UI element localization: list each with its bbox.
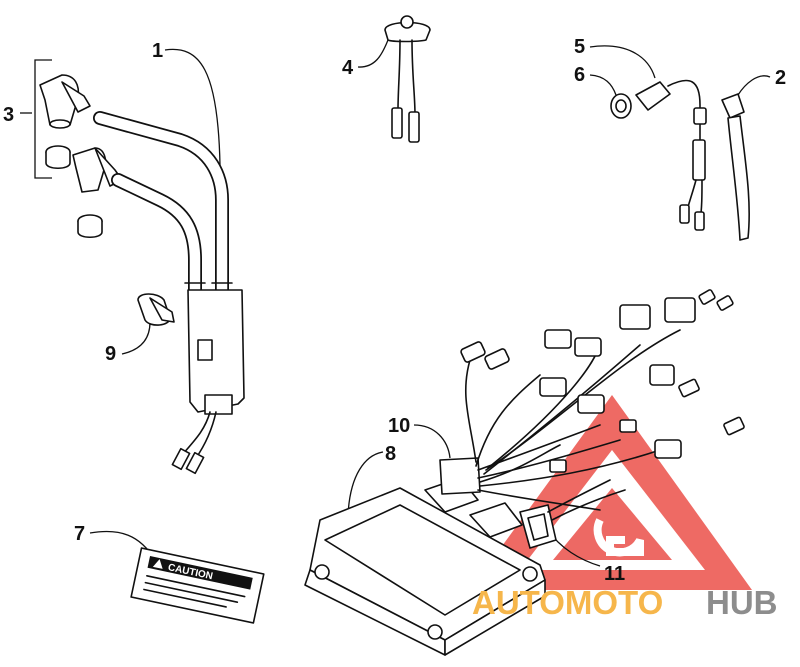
leader-4 [357,39,389,68]
callout-5: 5 [574,36,585,58]
leader-1 [164,48,221,166]
leader-9 [121,321,151,355]
leader-6 [589,74,617,96]
cable-tie [721,93,750,241]
caution-label: CAUTION [130,547,265,624]
bracket-3 [34,59,52,179]
callout-6: 6 [574,64,585,86]
callout-4: 4 [342,57,354,79]
watermark-text: AUTOMOTO HUB [472,584,778,621]
callout-10: 10 [388,415,410,437]
connector-11 [519,479,626,549]
callout-1: 1 [152,40,163,62]
watermark-text-hub: HUB [706,584,778,621]
leader-2 [737,75,771,96]
ignition-coil [93,111,245,475]
callout-3: 3 [3,104,14,126]
cdi-module [304,477,546,656]
spark-plug-caps [39,74,123,239]
leader-5 [589,45,656,79]
watermark-text-automoto: AUTOMOTO [472,584,663,621]
leader-8 [347,451,384,516]
temp-sensor [610,79,707,231]
sensor-4 [384,15,431,143]
callouts: 1 2 3 4 5 6 7 8 9 10 11 [3,36,786,585]
callout-7: 7 [74,523,85,545]
callout-2: 2 [775,67,786,89]
wire-clip [137,293,175,326]
leader-10 [413,424,451,459]
callout-8: 8 [385,443,396,465]
wiring-harness [439,289,745,511]
callout-11: 11 [604,563,625,585]
callout-9: 9 [105,343,116,365]
